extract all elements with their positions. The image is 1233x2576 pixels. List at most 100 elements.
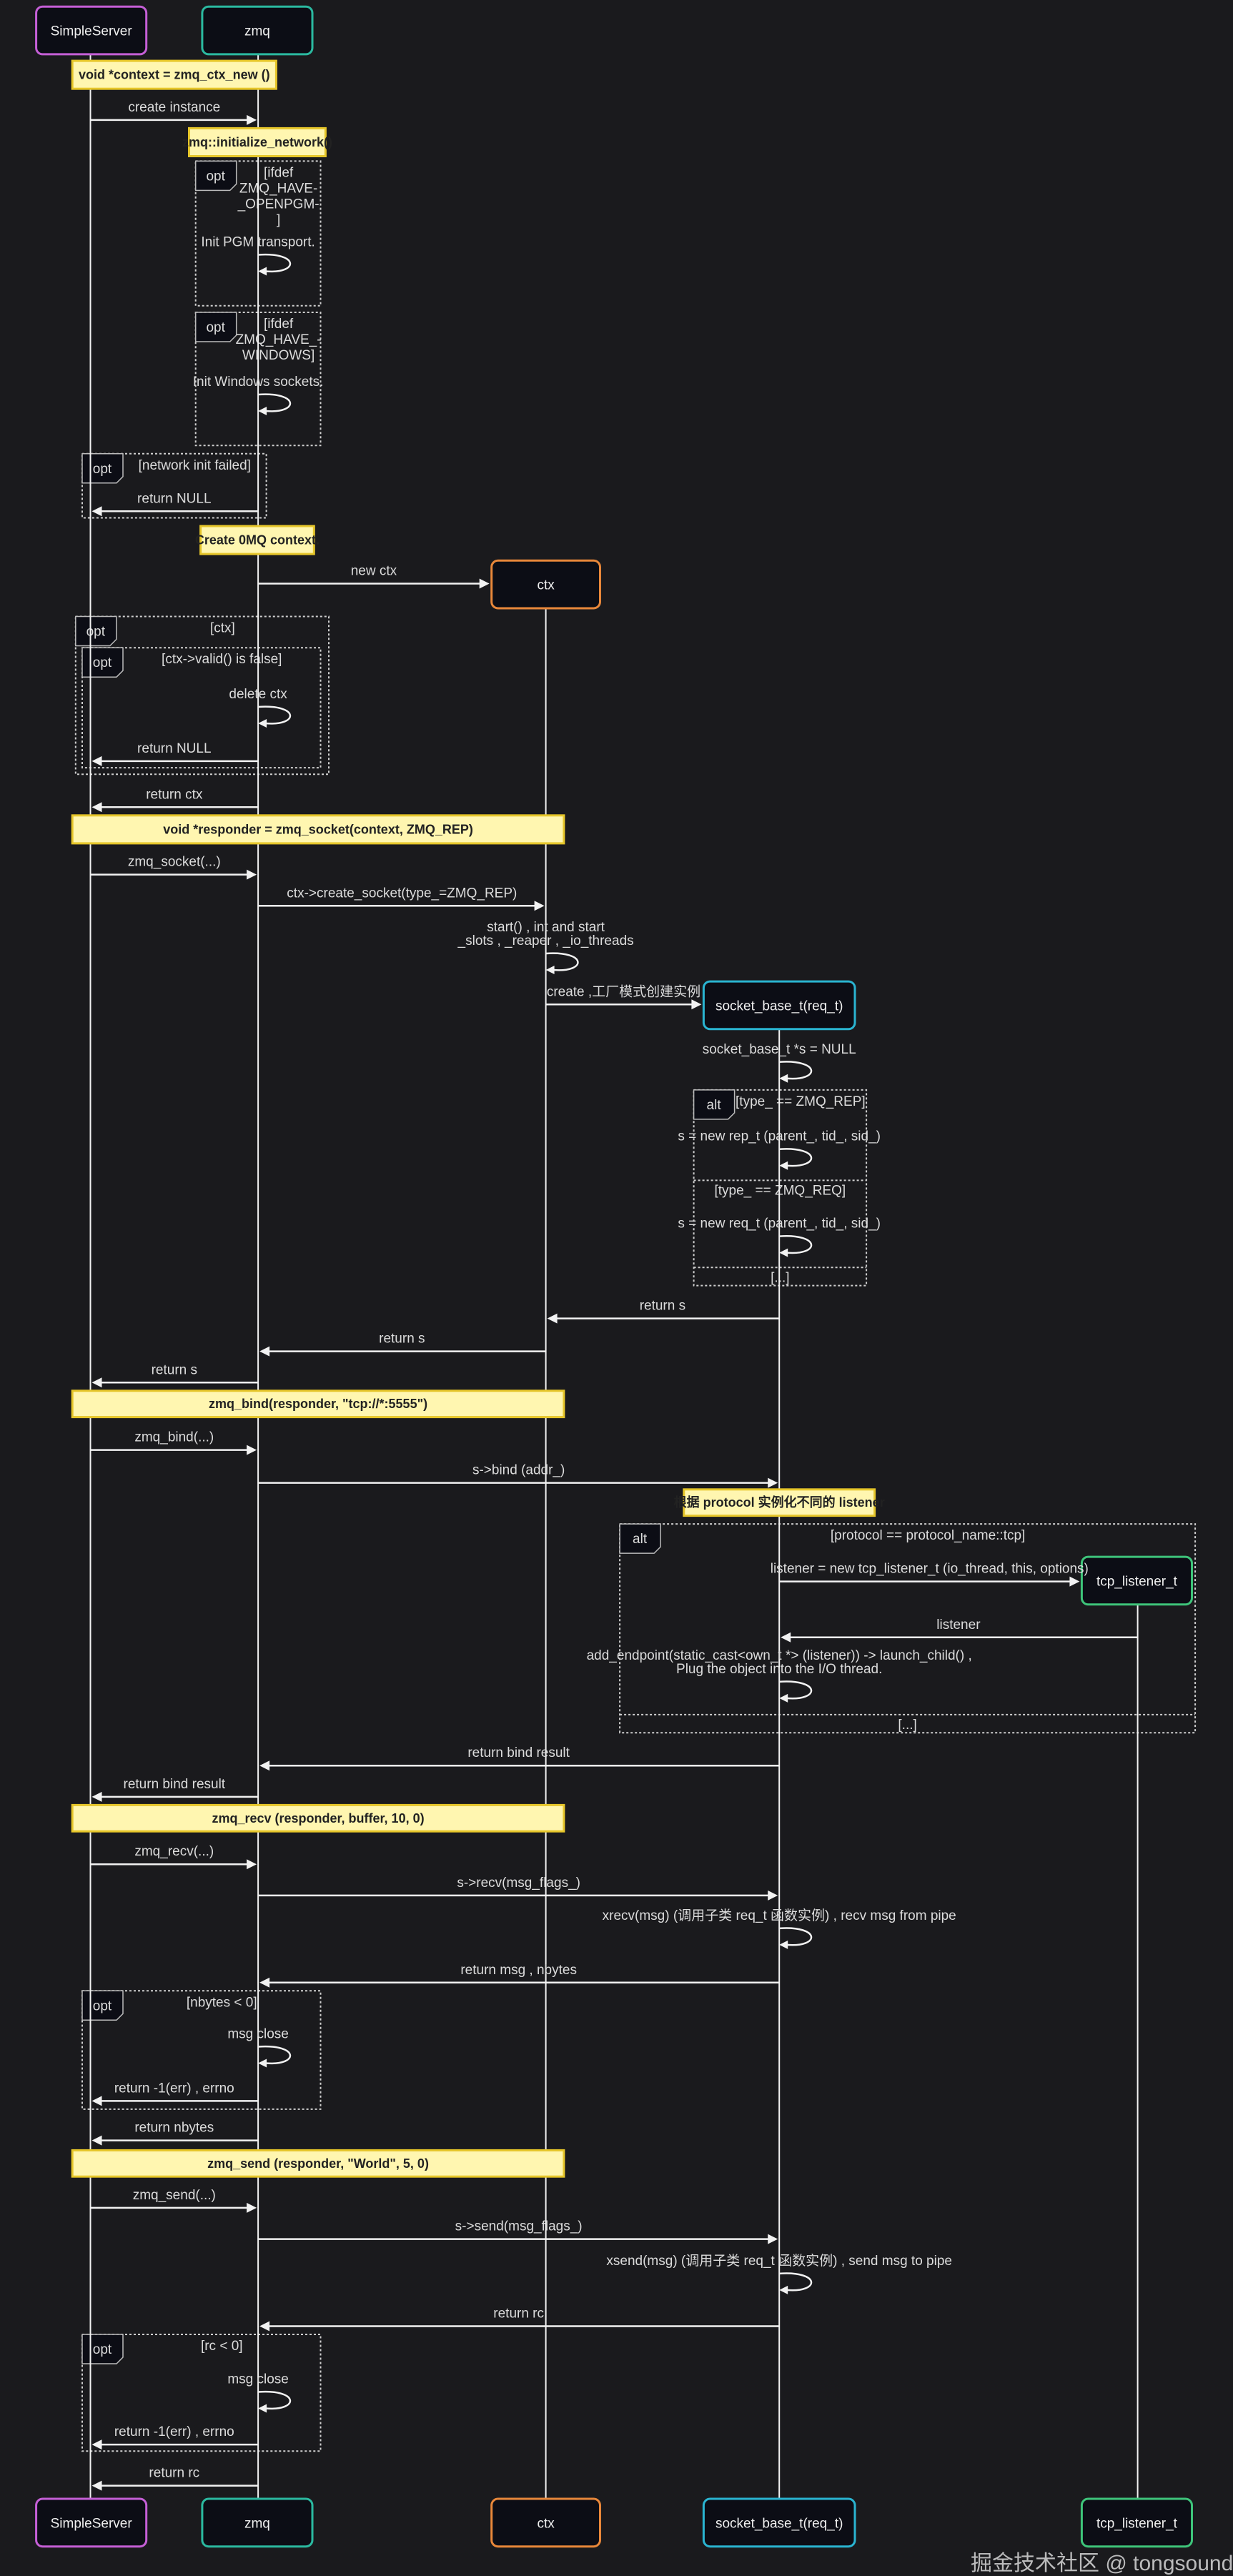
fragment-tab (81, 647, 124, 678)
message-label: return ctx (146, 787, 203, 802)
fragment-guard: [ctx] (210, 621, 235, 636)
message-label: return s (152, 1362, 197, 1377)
message-label: zmq_bind(...) (134, 1430, 214, 1445)
fragment-border (74, 615, 330, 776)
fragment-guard: [rc < 0] (201, 2339, 243, 2354)
fragment-section-guard: [...] (771, 1270, 789, 1285)
arrowhead-icon (1069, 1576, 1080, 1587)
fragment-tab (81, 1990, 124, 2021)
self-arrow (545, 952, 579, 971)
message-label: start() , int and start (487, 920, 605, 935)
message: return s (91, 1362, 259, 1388)
self-message: start() , int and start_slots , _reaper … (457, 920, 634, 974)
fragment-kind: opt (93, 1998, 112, 2013)
message-label: add_endpoint(static_cast<own_t *> (liste… (587, 1648, 972, 1663)
fragment-tab (194, 312, 237, 342)
actor-top: ctx (490, 559, 602, 610)
message: create instance (90, 100, 257, 125)
arrowhead-icon (258, 2059, 267, 2068)
fragment-tab (81, 453, 124, 484)
message-label: return msg , nbytes (460, 1963, 577, 1978)
arrowhead-icon (691, 999, 702, 1010)
fragment-guard: [ifdef (264, 317, 294, 332)
actor-box (201, 2497, 314, 2548)
fragment-section-guard: [...] (898, 1718, 916, 1733)
arrowhead-icon (779, 1693, 788, 1703)
message-label: zmq_socket(...) (128, 855, 221, 870)
self-message: s = new rep_t (parent_, tid_, sid_) (678, 1129, 881, 1170)
message: zmq_socket(...) (90, 855, 257, 880)
actor-label: tcp_listener_t (1096, 2516, 1178, 2531)
self-message: xrecv(msg) (调用子类 req_t 函数实例) , recv msg … (603, 1908, 956, 1949)
arrowhead-icon (534, 901, 545, 911)
arrowhead-icon (247, 869, 257, 880)
self-arrow (779, 1235, 813, 1254)
message: zmq_recv(...) (90, 1844, 257, 1870)
actor-bottom: zmq (201, 2497, 314, 2548)
arrowhead-icon (91, 2135, 102, 2146)
arrowhead-icon (247, 2202, 257, 2213)
note-box (683, 1488, 876, 1517)
message-label: s->recv(msg_flags_) (457, 1876, 580, 1891)
actor-bottom: tcp_listener_t (1080, 2497, 1194, 2548)
note-box (71, 1803, 565, 1833)
arrowhead-icon (779, 2285, 788, 2294)
message-label: Init PGM transport. (201, 235, 315, 250)
message-label: delete ctx (229, 687, 287, 702)
note: void *context = zmq_ctx_new () (71, 59, 277, 90)
opt-fragment: opt[network init failed] (81, 452, 267, 519)
message: return s (259, 1332, 546, 1357)
message: return NULL (91, 491, 259, 517)
fragment-border (693, 1089, 868, 1287)
actor-label: zmq (244, 24, 270, 39)
self-arrow (258, 393, 292, 412)
message: listener (781, 1618, 1138, 1643)
note-text: Create 0MQ context. (195, 533, 320, 548)
alt-fragment: alt[protocol == protocol_name::tcp][...] (619, 1523, 1197, 1734)
message-label: new ctx (351, 564, 397, 579)
arrowhead-icon (259, 2321, 270, 2332)
note-text: zmq_recv (responder, buffer, 10, 0) (212, 1811, 424, 1826)
message-label: return nbytes (134, 2121, 214, 2136)
message-label: Plug the object into the I/O thread. (676, 1662, 882, 1677)
self-message: Init Windows sockets. (193, 375, 323, 415)
fragment-border (81, 2334, 322, 2452)
message-label: create instance (128, 100, 220, 115)
fragment-tab (75, 615, 117, 647)
self-arrow (258, 2390, 292, 2410)
message: return -1(err) , errno (91, 2081, 259, 2106)
note-box (71, 2149, 565, 2178)
message-label: return s (379, 1332, 425, 1347)
actors: SimpleServerSimpleServerzmqzmqctxctxsock… (35, 5, 1194, 2548)
fragment-guard: ZMQ_HAVE- (239, 181, 317, 196)
message-label: return s (640, 1299, 685, 1314)
actor-box (35, 2497, 148, 2548)
message-label: xsend(msg) (调用子类 req_t 函数实例) , send msg … (606, 2253, 952, 2269)
actor-box (490, 559, 602, 610)
message-label: ctx->create_socket(type_=ZMQ_REP) (287, 886, 517, 901)
self-arrow (779, 1927, 813, 1946)
message-label: return bind result (124, 1777, 226, 1792)
watermark: 掘金技术社区 @ tongsound (971, 2552, 1233, 2575)
actor-top: SimpleServer (35, 5, 148, 56)
arrowhead-icon (547, 1313, 558, 1324)
self-arrow (779, 2272, 813, 2292)
actor-bottom: ctx (490, 2497, 602, 2548)
self-message: socket_base_t *s = NULL (703, 1042, 856, 1083)
arrowhead-icon (91, 2439, 102, 2450)
fragment-guard: ZMQ_HAVE_- (236, 332, 322, 347)
actor-label: ctx (537, 578, 555, 593)
message: ctx->create_socket(type_=ZMQ_REP) (258, 886, 545, 911)
fragment-guard: [protocol == protocol_name::tcp] (831, 1528, 1026, 1543)
actor-top: socket_base_t(req_t) (702, 980, 856, 1031)
arrowhead-icon (258, 719, 267, 728)
actor-label: ctx (537, 2516, 555, 2531)
self-arrow (258, 705, 292, 725)
note-text: zmq_bind(responder, "tcp://*:5555") (209, 1397, 427, 1411)
self-message: msg close (227, 2027, 292, 2068)
fragment-kind: alt (707, 1098, 722, 1113)
message: s->recv(msg_flags_) (258, 1876, 778, 1901)
actor-box (702, 2497, 856, 2548)
self-message: msg close (227, 2372, 292, 2413)
